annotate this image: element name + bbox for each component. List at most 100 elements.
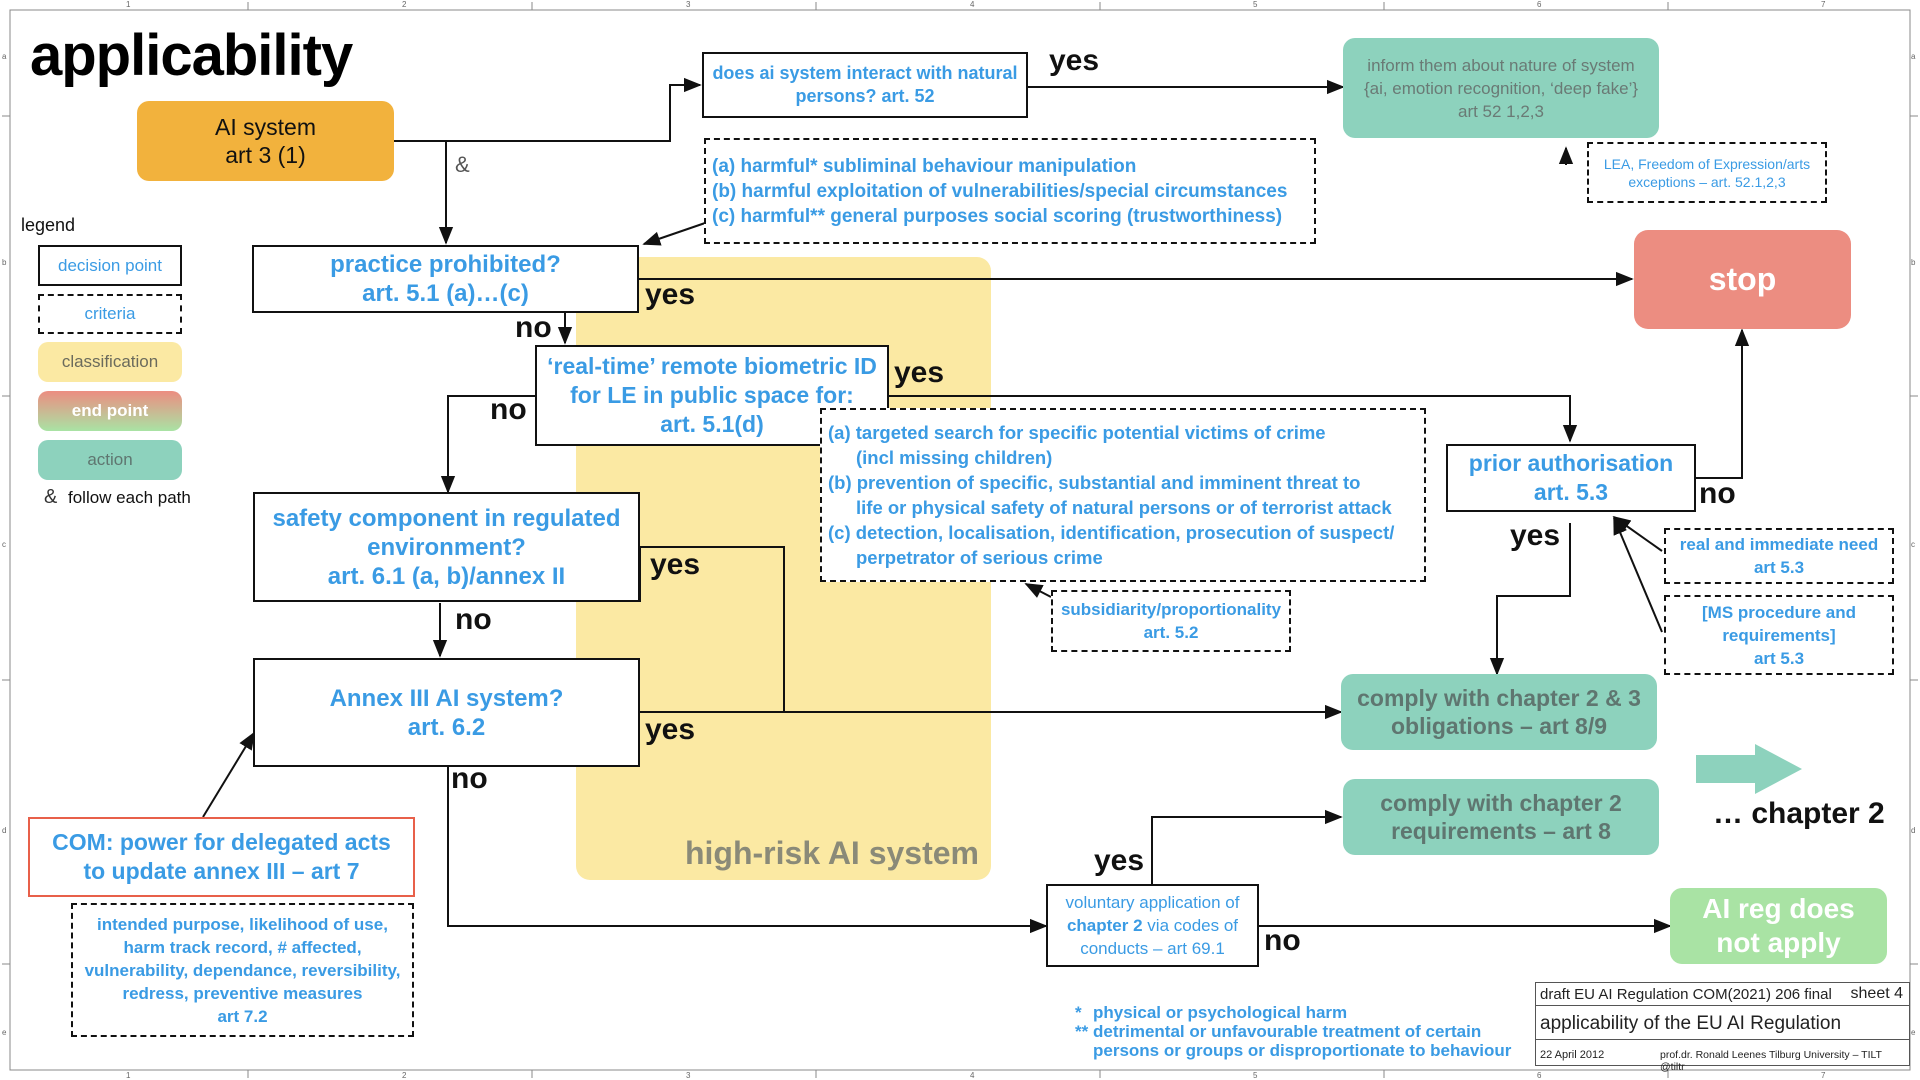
high-risk-label: high-risk AI system (684, 835, 979, 871)
grid-col-label: 1 (126, 1071, 131, 1080)
no-label: no (1699, 477, 1736, 510)
com-criterion: harm track record, # affected, (123, 937, 362, 957)
yes-label: yes (645, 278, 696, 311)
comply23-line: comply with chapter 2 & 3 (1357, 685, 1641, 711)
titleblock-draft: draft EU AI Regulation COM(2021) 206 fin… (1540, 986, 1832, 1003)
legend-classification-label: classification (61, 352, 159, 371)
legend-classification: classification (38, 342, 182, 382)
footnote-row: **detrimental or unfavourable treatment … (1075, 1022, 1525, 1041)
com-criterion: redress, preventive measures (122, 983, 363, 1003)
interact-line: persons? art. 52 (795, 86, 935, 106)
grid-col-label: 5 (1253, 0, 1258, 9)
prohibited-criteria: (a) harmful* subliminal behaviour manipu… (704, 138, 1316, 244)
comply23-line: obligations – art 8/9 (1391, 713, 1607, 739)
real-need-line: art 5.3 (1753, 558, 1805, 577)
footnote-text: detrimental or unfavourable treatment of… (1093, 1022, 1482, 1041)
safety-line: safety component in regulated (272, 504, 621, 532)
grid-col-label: 3 (686, 0, 691, 9)
comply2-line: requirements – art 8 (1391, 818, 1611, 844)
voluntary-application-decision: voluntary application of chapter 2 via c… (1046, 884, 1259, 967)
yes-label: yes (1510, 519, 1561, 552)
inform-line: {ai, emotion recognition, ‘deep fake’} (1363, 78, 1639, 98)
voluntary-rest: via codes of (1142, 916, 1239, 935)
biometric-decision: ‘real-time’ remote biometric ID for LE i… (535, 345, 889, 446)
legend-action: action (38, 440, 182, 480)
grid-col-label: 3 (686, 1071, 691, 1080)
yes-label: yes (650, 548, 701, 581)
legend-action-label: action (87, 450, 133, 469)
inform-action: inform them about nature of system {ai, … (1343, 38, 1659, 138)
grid-row-label: d (2, 826, 7, 835)
voluntary-line: voluntary application of (1065, 893, 1240, 912)
legend-decision-label: decision point (58, 255, 162, 275)
ms-procedure-criteria: [MS procedure and requirements] art 5.3 (1664, 595, 1894, 675)
legend-amp: & (44, 486, 58, 508)
biometric-criterion: (a) targeted search for specific potenti… (828, 422, 1326, 443)
legend-end-point-label: end point (71, 401, 149, 420)
grid-col-label: 4 (970, 1071, 975, 1080)
grid-col-label: 5 (1253, 1071, 1258, 1080)
titleblock-author: prof.dr. Ronald Leenes Tilburg Universit… (1660, 1049, 1882, 1073)
not-apply-line: not apply (1716, 927, 1841, 958)
ai-system-line: art 3 (1) (225, 142, 306, 168)
biometric-line: ‘real-time’ remote biometric ID (547, 353, 877, 379)
chapter2-continuation: … chapter 2 (1713, 797, 1885, 830)
biometric-criterion: life or physical safety of natural perso… (856, 497, 1392, 518)
grid-row-label: a (2, 52, 7, 61)
grid-col-label: 6 (1537, 0, 1542, 9)
chapter2-arrow-icon (1696, 744, 1802, 794)
comply-chapter-2-action: comply with chapter 2 requirements – art… (1343, 779, 1659, 855)
yes-label: yes (1049, 44, 1100, 77)
footnotes: *physical or psychological harm **detrim… (1075, 1003, 1525, 1060)
ampersand-label: & (455, 152, 470, 177)
ms-proc-line: art 5.3 (1753, 648, 1805, 668)
real-need-criteria: real and immediate need art 5.3 (1664, 528, 1894, 584)
grid-col-label: 2 (402, 0, 407, 9)
grid-row-label: b (1911, 258, 1916, 267)
titleblock-date: 22 April 2012 (1540, 1049, 1605, 1061)
interact-line: does ai system interact with natural (712, 63, 1018, 83)
biometric-line: art. 5.1(d) (660, 411, 764, 437)
ms-proc-line: requirements] (1722, 625, 1836, 645)
com-criterion: intended purpose, likelihood of use, (97, 914, 388, 934)
subsidiarity-criteria: subsidiarity/proportionality art. 5.2 (1051, 590, 1291, 652)
interact-decision: does ai system interact with natural per… (702, 52, 1028, 118)
grid-row-label: a (1911, 52, 1916, 61)
legend-follow-label: follow each path (68, 488, 191, 507)
lea-line: LEA, Freedom of Expression/arts (1603, 155, 1811, 172)
safety-line: environment? (367, 533, 526, 561)
com-criterion: vulnerability, dependance, reversibility… (84, 960, 401, 980)
grid-col-label: 7 (1821, 0, 1826, 9)
lea-line: exceptions – art. 52.1,2,3 (1628, 173, 1786, 190)
no-label: no (455, 603, 492, 636)
legend-criteria: criteria (38, 294, 182, 334)
ms-proc-line: [MS procedure and (1702, 602, 1856, 622)
grid-col-label: 4 (970, 0, 975, 9)
ai-system-line: AI system (215, 114, 316, 140)
biometric-criterion: perpetrator of serious crime (856, 547, 1103, 568)
lea-criteria: LEA, Freedom of Expression/arts exceptio… (1587, 142, 1827, 203)
grid-col-label: 2 (402, 1071, 407, 1080)
voluntary-line: conducts – art 69.1 (1080, 939, 1225, 958)
footnote-row: persons or groups or disproportionate to… (1075, 1041, 1525, 1060)
legend-decision-point: decision point (38, 245, 182, 286)
voluntary-emphasis: chapter 2 (1066, 916, 1143, 935)
safety-line: art. 6.1 (a, b)/annex II (327, 562, 566, 590)
grid-row-label: e (2, 1028, 7, 1037)
titleblock-sheet: sheet 4 (1850, 985, 1903, 1002)
prohibited-decision: practice prohibited? art. 5.1 (a)…(c) (252, 245, 639, 313)
voluntary-line: chapter 2 via codes of (1067, 914, 1238, 937)
subsidiarity-line: art. 5.2 (1143, 623, 1199, 642)
annex-line: art. 6.2 (407, 713, 486, 741)
comply2-line: comply with chapter 2 (1380, 790, 1622, 816)
biometric-line: for LE in public space for: (570, 382, 854, 408)
real-need-line: real and immediate need (1679, 535, 1879, 554)
legend-heading: legend (21, 215, 76, 235)
not-apply-line: AI reg does (1702, 893, 1855, 924)
stop-endpoint: stop (1634, 230, 1851, 329)
biometric-criterion: (incl missing children) (856, 447, 1053, 468)
prior-auth-line: prior authorisation (1468, 450, 1674, 476)
no-label: no (490, 393, 527, 426)
